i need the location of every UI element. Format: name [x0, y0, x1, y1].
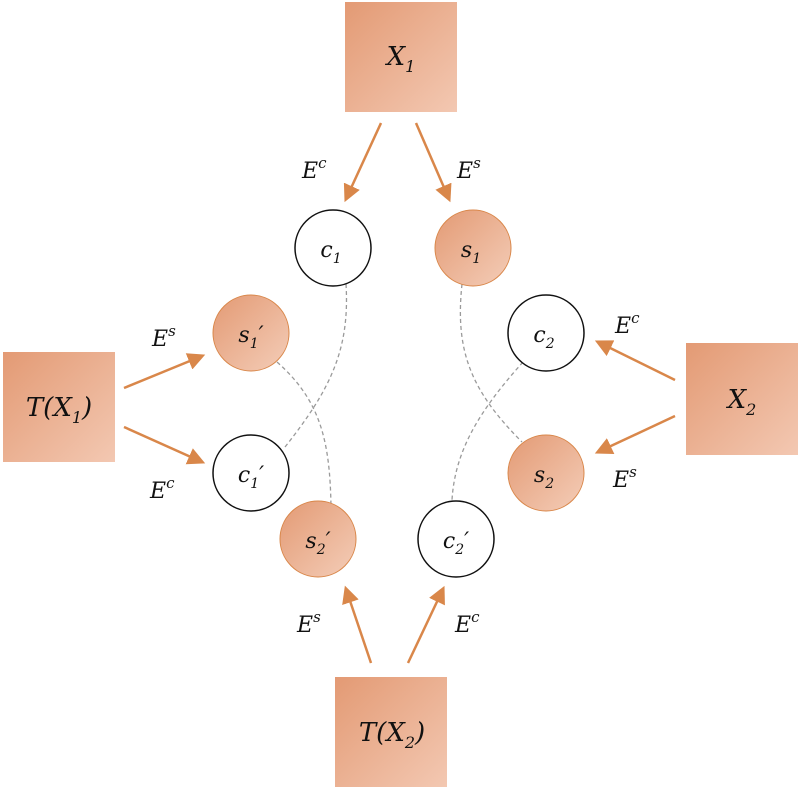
node-label-c1p: c1′ [238, 463, 264, 492]
encoder-arrows [123, 122, 676, 664]
edge-label-tx2-content: Ec [454, 608, 480, 638]
arrow-x1-to-c1 [343, 122, 383, 203]
node-label-s2: s2 [534, 463, 554, 492]
box-label-tx1: T(X1) [26, 393, 92, 427]
node-label-c1: c1 [320, 238, 341, 267]
edge-label-tx2-style: Es [296, 608, 321, 638]
arrow-x1-to-s1 [414, 122, 452, 203]
node-c2 [507, 294, 585, 372]
box-label-tx2: T(X2) [359, 718, 425, 752]
node-label-c2: c2 [533, 323, 554, 352]
arrow-x2-to-s2 [594, 414, 676, 454]
edge-label-x1-style: Es [456, 154, 481, 184]
edge-label-x2-content: Ec [614, 309, 640, 339]
box-x1 [345, 2, 457, 112]
box-label-x2: X2 [726, 385, 757, 419]
edge-label-x2-style: Es [612, 463, 637, 493]
node-c1 [294, 209, 372, 287]
input-boxes [3, 2, 798, 787]
node-c2p [417, 500, 495, 578]
node-label-c2p: c2′ [443, 529, 469, 558]
latent-nodes [212, 209, 585, 578]
dashed-link-c1-c1p [284, 283, 348, 448]
node-label-s2p: s2′ [305, 529, 330, 558]
edge-label-x1-content: Ec [301, 154, 327, 184]
box-tx2 [335, 677, 447, 787]
node-s1p [212, 294, 290, 372]
arrow-tx1-to-s1p [123, 353, 206, 390]
node-c1p [212, 434, 290, 512]
dashed-link-s1-s2 [459, 283, 523, 443]
box-label-x1: X1 [385, 42, 416, 76]
node-s2 [507, 434, 585, 512]
node-s2p [279, 500, 357, 578]
arrow-tx1-to-c1p [123, 425, 206, 465]
node-labels: c1 s1 c2 s2 s1′ c1′ s2′ c2′ [238, 238, 555, 558]
box-labels: X1 X2 T(X1) T(X2) [26, 42, 757, 752]
node-s1 [434, 209, 512, 287]
node-label-s1: s1 [461, 238, 481, 267]
box-tx1 [3, 352, 115, 462]
edge-label-tx1-style: Es [151, 322, 176, 352]
arrow-tx2-to-c2p [406, 585, 445, 664]
dashed-link-c2-c2p [451, 361, 524, 501]
box-x2 [686, 343, 798, 455]
dashed-links [276, 283, 524, 508]
edge-labels: Ec Es Es Ec Ec Es Es Ec [149, 154, 640, 638]
node-label-s1p: s1′ [238, 323, 263, 352]
arrow-tx2-to-s2p [342, 585, 373, 664]
arrow-x2-to-c2 [594, 340, 676, 382]
edge-label-tx1-content: Ec [149, 474, 175, 504]
